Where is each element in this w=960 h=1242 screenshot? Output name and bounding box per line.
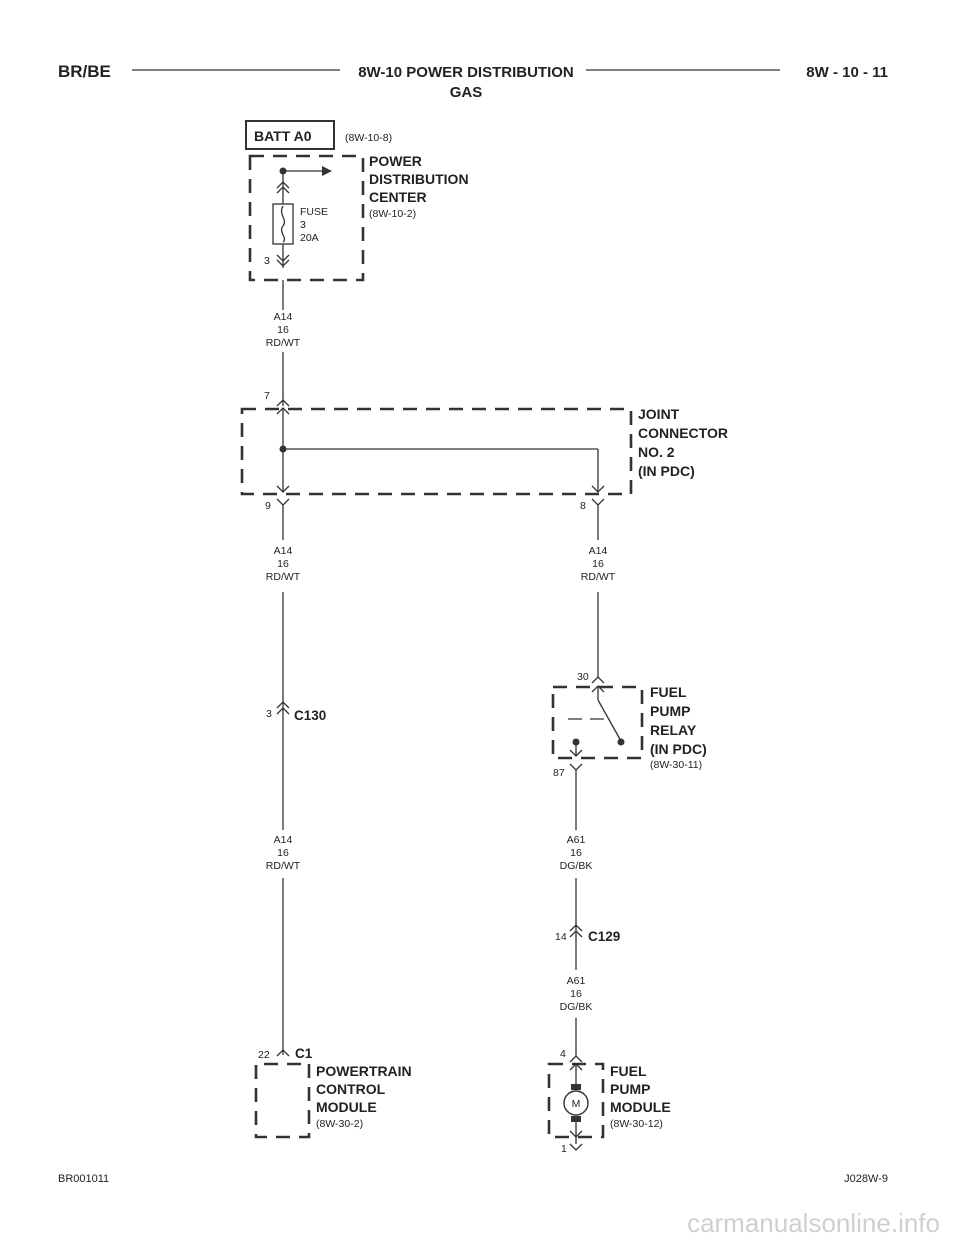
relay-pin-out: 87 <box>553 767 565 779</box>
joint-boundary <box>240 407 633 496</box>
joint-name-line4: (IN PDC) <box>638 463 695 479</box>
pcm-ref: (8W-30-2) <box>316 1118 363 1130</box>
relay-contact-pivot <box>617 738 625 746</box>
fpm-motor-brush-bottom <box>571 1116 581 1122</box>
pdc-ref: (8W-10-2) <box>369 208 416 220</box>
wire-left-gauge: 16 <box>277 558 289 570</box>
joint-right-out-connector <box>591 498 605 506</box>
pdc-connector-symbol-bottom <box>276 254 290 267</box>
joint-pin-left: 9 <box>265 500 271 512</box>
footer-left: BR001011 <box>58 1173 109 1185</box>
wire-a61-1-gauge: 16 <box>570 847 582 859</box>
header-left: BR/BE <box>58 62 111 81</box>
header-right: 8W - 10 - 11 <box>806 64 888 81</box>
batt-ref: (8W-10-8) <box>345 132 392 144</box>
wire-left2-color: RD/WT <box>266 860 301 872</box>
fuse-number: 3 <box>300 219 306 231</box>
pcm-name-line2: CONTROL <box>316 1081 386 1097</box>
watermark: carmanualsonline.info <box>687 1208 940 1238</box>
header-subtitle: GAS <box>450 84 483 101</box>
c130-label: C130 <box>294 708 326 723</box>
fpm-ref: (8W-30-12) <box>610 1118 663 1130</box>
header-title: 8W-10 POWER DISTRIBUTION <box>358 64 574 81</box>
batt-label: BATT A0 <box>254 128 312 144</box>
fpm-name-line1: FUEL <box>610 1063 647 1079</box>
fuse-element <box>280 205 286 243</box>
pcm-connector-label: C1 <box>295 1046 313 1061</box>
joint-left-out-connector <box>276 498 290 506</box>
joint-right-terminal <box>591 485 605 493</box>
relay-out-connector <box>569 763 583 771</box>
relay-name-line1: FUEL <box>650 684 687 700</box>
pdc-name-line3: CENTER <box>369 189 427 205</box>
joint-name-line1: JOINT <box>638 406 680 422</box>
relay-switch-blade <box>597 699 622 742</box>
c129-pin: 14 <box>555 931 567 943</box>
fpm-out-terminal <box>569 1130 583 1138</box>
wire1-gauge: 16 <box>277 324 289 336</box>
fuse-rating: 20A <box>300 232 319 244</box>
fpm-in-connector <box>569 1055 583 1063</box>
relay-out-terminal <box>569 749 583 757</box>
pdc-boundary <box>248 154 365 282</box>
fuel-pump-motor-icon <box>563 1090 589 1116</box>
fpm-out-connector <box>569 1143 583 1151</box>
pdc-bus-arrow <box>322 166 332 176</box>
pcm-connector-symbol <box>276 1049 290 1057</box>
fpm-motor-brush-top <box>571 1084 581 1090</box>
relay-name-line2: PUMP <box>650 703 690 719</box>
wire-left-color: RD/WT <box>266 571 301 583</box>
joint-name-line3: NO. 2 <box>638 444 675 460</box>
fpm-boundary <box>547 1062 605 1139</box>
fpm-name-line2: PUMP <box>610 1081 650 1097</box>
fpm-pin-in: 4 <box>560 1048 566 1060</box>
fpm-motor-label: M <box>572 1098 581 1110</box>
pdc-connector-symbol-top <box>276 181 290 194</box>
wire-a61-2-code: A61 <box>567 975 586 987</box>
pdc-name-line2: DISTRIBUTION <box>369 171 469 187</box>
fpm-name-line3: MODULE <box>610 1099 671 1115</box>
relay-boundary <box>551 685 644 760</box>
pdc-pin-out: 3 <box>264 255 270 267</box>
pdc-name-line1: POWER <box>369 153 422 169</box>
relay-in-connector <box>591 676 605 684</box>
relay-ref: (8W-30-11) <box>650 759 702 771</box>
wire-left2-code: A14 <box>274 834 293 846</box>
wire1-color: RD/WT <box>266 337 301 349</box>
wire-right-code: A14 <box>589 545 608 557</box>
pcm-pin: 22 <box>258 1049 270 1061</box>
joint-pin-right: 8 <box>580 500 586 512</box>
batt-box <box>245 120 335 150</box>
c129-symbol <box>569 924 583 938</box>
fpm-pin-out: 1 <box>561 1143 567 1155</box>
c130-symbol <box>276 701 290 715</box>
c129-label: C129 <box>588 929 620 944</box>
fuse-icon <box>272 203 294 245</box>
wire-a61-2-gauge: 16 <box>570 988 582 1000</box>
wire-right-gauge: 16 <box>592 558 604 570</box>
wire-left-code: A14 <box>274 545 293 557</box>
joint-name-line2: CONNECTOR <box>638 425 728 441</box>
c130-pin: 3 <box>266 708 272 720</box>
relay-name-line4: (IN PDC) <box>650 741 707 757</box>
wire-left2-gauge: 16 <box>277 847 289 859</box>
fuse-label: FUSE <box>300 206 328 218</box>
wire-right-color: RD/WT <box>581 571 616 583</box>
relay-name-line3: RELAY <box>650 722 697 738</box>
pcm-name-line1: POWERTRAIN <box>316 1063 412 1079</box>
joint-pin-in: 7 <box>264 390 270 402</box>
wire-a61-2-color: DG/BK <box>560 1001 593 1013</box>
wire-a61-1-code: A61 <box>567 834 586 846</box>
relay-pin-in: 30 <box>577 671 589 683</box>
joint-in-connector <box>276 399 290 407</box>
wire1-code: A14 <box>274 311 293 323</box>
wire-a61-1-color: DG/BK <box>560 860 593 872</box>
pcm-boundary <box>254 1062 311 1139</box>
pcm-name-line3: MODULE <box>316 1099 377 1115</box>
footer-right: J028W-9 <box>844 1173 888 1185</box>
joint-left-terminal <box>276 485 290 493</box>
